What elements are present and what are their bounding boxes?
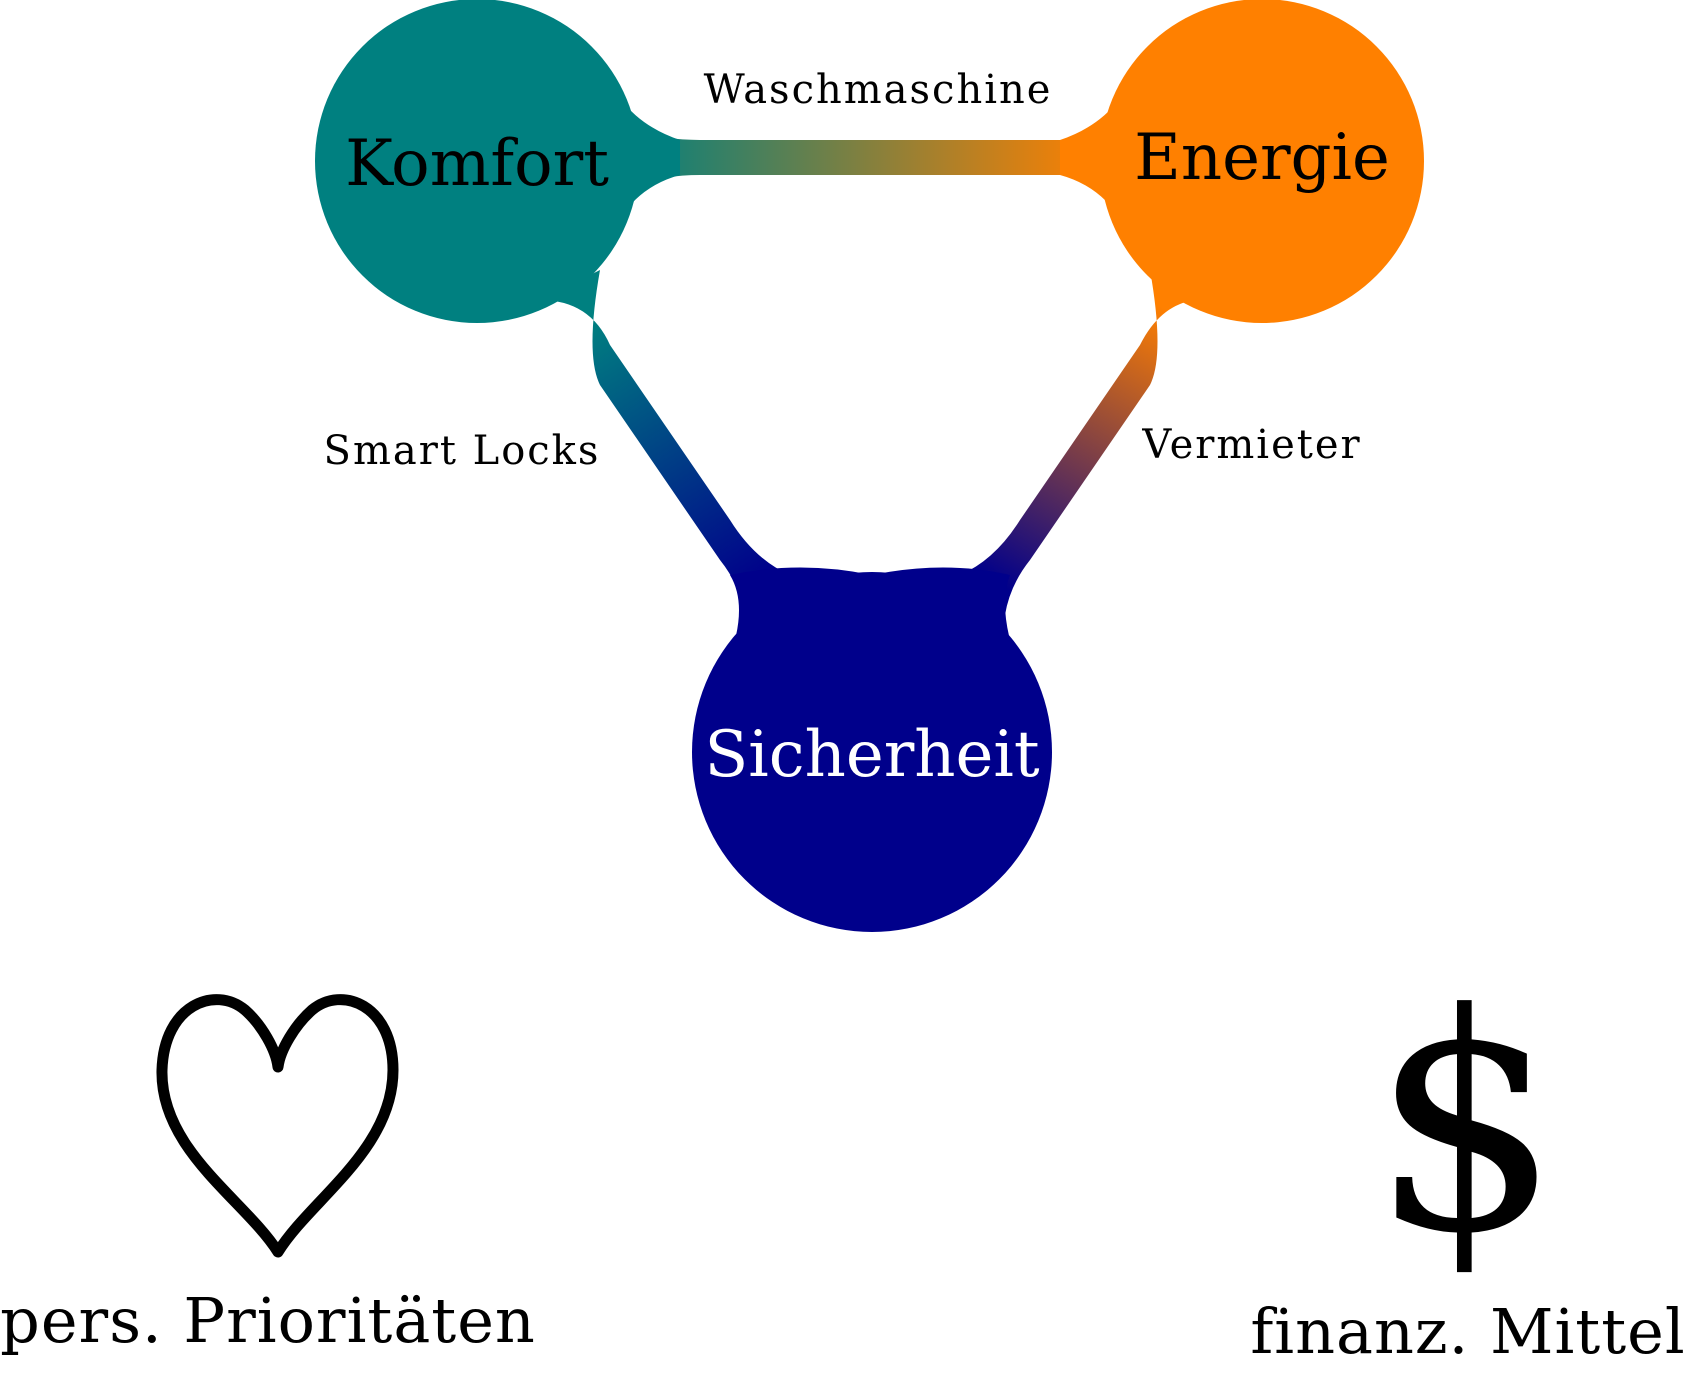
node-sicherheit-label: Sicherheit: [704, 718, 1039, 792]
edge-label-waschmaschine: Waschmaschine: [704, 67, 1053, 113]
node-komfort-label: Komfort: [345, 127, 609, 201]
caption-personal-priorities: pers. Prioritäten: [0, 1284, 536, 1357]
dollar-icon: $: [1371, 950, 1562, 1299]
node-energie: Energie: [1060, 0, 1424, 323]
node-komfort: Komfort: [315, 0, 680, 323]
edge-komfort-energie: [600, 110, 1140, 205]
edge-energie-sicherheit: [960, 270, 1195, 615]
edge-label-smart-locks: Smart Locks: [324, 428, 601, 474]
edge-komfort-sicherheit: [540, 270, 790, 615]
caption-financial-means: finanz. Mittel: [1250, 1295, 1685, 1368]
edge-label-vermieter: Vermieter: [1141, 422, 1361, 468]
heart-icon: [156, 994, 399, 1258]
node-sicherheit: Sicherheit: [692, 567, 1052, 932]
node-energie-label: Energie: [1134, 121, 1390, 195]
